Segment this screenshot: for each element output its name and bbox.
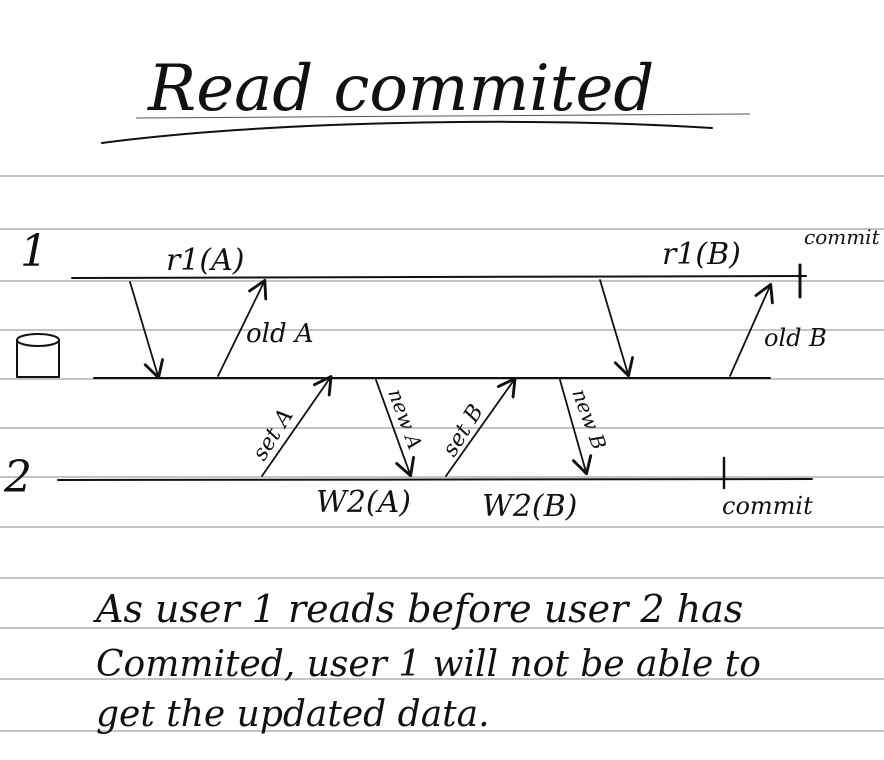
op-read-b: r1(B) — [662, 237, 741, 272]
lane-label-user1: 1 — [20, 226, 48, 277]
op-commit-user1: commit — [804, 225, 881, 249]
label-set-b: set B — [438, 400, 489, 461]
timeline-user1 — [71, 275, 807, 279]
title-underline — [101, 120, 713, 144]
note-line-3: get the updated data. — [96, 694, 490, 735]
note-line-2: Commited, user 1 will not be able to — [96, 644, 761, 685]
arrow-read-b-request — [599, 279, 634, 378]
arrow-read-a-request — [129, 281, 164, 380]
op-write-a: W2(A) — [316, 485, 411, 520]
arrow-set-b — [445, 377, 517, 477]
op-write-b: W2(B) — [482, 489, 577, 524]
arrow-new-a — [375, 379, 416, 478]
op-commit-user2: commit — [722, 492, 813, 520]
label-old-b: old B — [764, 324, 827, 352]
label-new-b: new B — [567, 386, 611, 453]
arrow-old-a — [217, 278, 268, 377]
cylinder-icon — [16, 333, 60, 378]
label-old-a: old A — [246, 319, 314, 349]
timeline-user2 — [57, 478, 813, 481]
op-read-a: r1(A) — [166, 243, 245, 278]
arrow-set-a — [261, 375, 333, 477]
lane-label-user2: 2 — [3, 452, 32, 503]
page-title: Read commited — [147, 52, 654, 126]
title-rule — [135, 113, 751, 119]
note-line-1: As user 1 reads before user 2 has — [93, 587, 743, 631]
arrow-old-b — [729, 282, 774, 377]
arrow-new-b — [559, 379, 593, 476]
